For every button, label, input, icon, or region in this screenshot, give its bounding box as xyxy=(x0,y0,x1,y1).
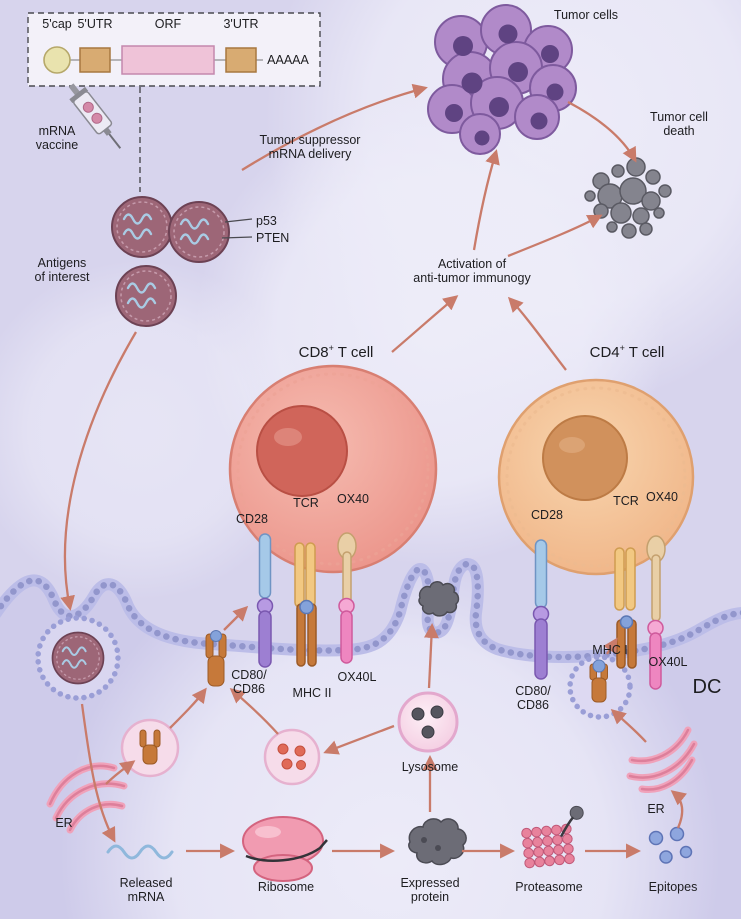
er-left xyxy=(46,762,128,834)
cd28-receptor-left xyxy=(258,533,272,599)
orf-label: ORF xyxy=(154,17,182,31)
arrow-lnp-to-dc xyxy=(60,331,137,611)
expressed-protein-label: Expressed protein xyxy=(400,876,460,905)
syringe-icon xyxy=(68,83,122,149)
arrow-er-to-mhc1 xyxy=(610,709,647,743)
arrow-tumor-to-death xyxy=(567,100,637,163)
cd80cd86-label-right: CD80/ CD86 xyxy=(515,684,551,713)
ox40l-label-right: OX40L xyxy=(648,655,688,669)
cd8-tcell xyxy=(228,364,438,574)
arrow-cd4-to-activation xyxy=(507,296,567,371)
mhc-loading-vesicle xyxy=(120,718,180,778)
lysosome-label: Lysosome xyxy=(401,760,459,774)
arrow-activation-to-death xyxy=(507,214,603,258)
cd28-receptor-right xyxy=(534,539,548,609)
flow-arrows xyxy=(60,83,688,859)
dc-label: DC xyxy=(692,676,722,698)
lnp-endosome xyxy=(35,615,121,701)
arrow-endosome-to-mrna xyxy=(80,703,116,843)
free-mhc2-molecule xyxy=(205,630,227,687)
utr5-box xyxy=(79,47,111,73)
synapse-right xyxy=(532,535,666,690)
lnp-particles xyxy=(110,195,253,328)
tcr-label-right: TCR xyxy=(613,494,639,508)
arrow-lysosome-to-vesicle xyxy=(323,724,395,755)
p53-label: p53 xyxy=(256,214,277,228)
ox40l-label-left: OX40L xyxy=(337,670,377,684)
cd80cd86-label-left: CD80/ CD86 xyxy=(231,668,267,697)
mhc1-label: MHC I xyxy=(592,643,628,657)
tcr-receptor-right xyxy=(614,547,625,611)
lnp-particle xyxy=(114,264,178,328)
proteasome-shape xyxy=(521,805,584,869)
utr3-label: 3'UTR xyxy=(223,17,259,31)
cd80cd86-receptor-left xyxy=(258,610,272,668)
er-label-left: ER xyxy=(55,816,73,830)
arrow-activation-to-tumor xyxy=(472,149,500,251)
lysosome-shape xyxy=(397,691,459,753)
lnp-particle xyxy=(167,200,231,264)
utr3-box xyxy=(225,47,257,73)
tcr-label-left: TCR xyxy=(293,496,319,510)
arrow-epitopes-to-er xyxy=(670,790,688,829)
ox40-label-left: OX40 xyxy=(337,492,369,506)
tcr-receptor-left xyxy=(294,542,305,608)
tumor-cells-label: Tumor cells xyxy=(553,8,619,22)
cap-label: 5'cap xyxy=(42,17,72,31)
cd28-label-left: CD28 xyxy=(236,512,268,526)
cd28-label-right: CD28 xyxy=(531,508,563,522)
polya-label: AAAAA xyxy=(267,53,309,67)
antigen-blob xyxy=(418,581,460,617)
mrna-construct-box xyxy=(27,12,321,87)
light-region-left xyxy=(0,260,310,600)
arrow-mrna-delivery xyxy=(241,83,428,171)
orf-box xyxy=(121,45,215,75)
ox40l-receptor-left xyxy=(340,610,353,664)
lnp-particle xyxy=(110,195,174,259)
pten-label: PTEN xyxy=(256,231,290,245)
ribosome-label: Ribosome xyxy=(257,880,315,894)
tumor-cells-cluster xyxy=(427,4,577,155)
ribosome-shape xyxy=(242,816,328,882)
released-mrna-squiggle xyxy=(106,844,174,860)
cd4-tcell xyxy=(497,378,695,576)
utr5-label: 5'UTR xyxy=(77,17,113,31)
arrow-cd8-to-activation xyxy=(391,295,459,353)
mhc2-label: MHC II xyxy=(292,686,332,700)
er-right xyxy=(626,726,698,794)
delivery-route-label: Tumor suppressor mRNA delivery xyxy=(259,133,361,162)
epitopes-label: Epitopes xyxy=(648,880,698,894)
cd80cd86-receptor-right xyxy=(534,618,548,680)
cd4-tcell-label: CD4+ T cell xyxy=(589,343,665,361)
arrow-er-to-vesicle xyxy=(105,760,136,785)
ox40l-receptor-right xyxy=(649,632,662,690)
mrna-vaccine-label: mRNA vaccine xyxy=(35,124,79,153)
er-label-right: ER xyxy=(647,802,665,816)
antigens-label: Antigens of interest xyxy=(34,256,90,285)
mhc1-vesicle xyxy=(567,654,633,720)
epitope-dots xyxy=(648,826,693,864)
proteasome-label: Proteasome xyxy=(515,880,583,894)
synapse-left xyxy=(256,532,357,668)
expressed-protein-blob xyxy=(408,818,467,866)
tumor-debris xyxy=(584,157,672,239)
cd8-tcell-label: CD8+ T cell xyxy=(298,343,374,361)
cap-circle xyxy=(43,46,71,74)
ox40-label-right: OX40 xyxy=(646,490,678,504)
peptide-vesicle xyxy=(263,728,321,786)
activation-label: Activation of anti-tumor immunogy xyxy=(413,257,531,286)
tumor-death-label: Tumor cell death xyxy=(650,110,708,139)
released-mrna-label: Released mRNA xyxy=(119,876,173,905)
